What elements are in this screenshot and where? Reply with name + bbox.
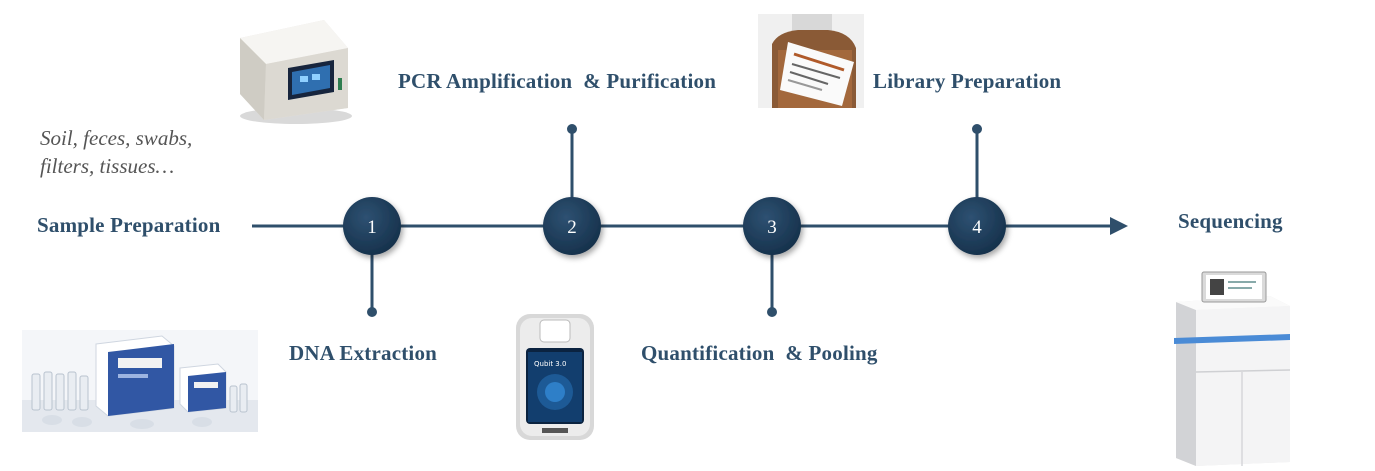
sample-note: Soil, feces, swabs, filters, tissues…	[40, 124, 192, 180]
connector-dot-step-3	[767, 307, 777, 317]
start-label: Sample Preparation	[37, 213, 221, 237]
step-node-1: 1	[343, 197, 401, 255]
connector-dot-step-4	[972, 124, 982, 134]
sample-note-line-1: Soil, feces, swabs,	[40, 126, 193, 150]
step-node-3: 3	[743, 197, 801, 255]
step-number-1: 1	[367, 217, 377, 238]
step-label-2: PCR Amplification & Purification	[398, 69, 717, 93]
step-node-4: 4	[948, 197, 1006, 255]
step-number-2: 2	[567, 217, 577, 238]
step-number-3: 3	[767, 217, 777, 238]
connector-dot-step-2	[567, 124, 577, 134]
step-label-1: DNA Extraction	[289, 341, 438, 365]
sequencer-image	[1174, 271, 1291, 466]
fluorometer-image: Qubit 3.0	[516, 314, 594, 440]
end-label: Sequencing	[1178, 209, 1283, 233]
step-label-4: Library Preparation	[873, 69, 1062, 93]
reagent-bottle-image	[758, 14, 864, 108]
step-label-3: Quantification & Pooling	[641, 341, 878, 365]
thermal-cycler-image	[240, 20, 352, 124]
sample-note-line-2: filters, tissues…	[40, 154, 175, 178]
step-node-2: 2	[543, 197, 601, 255]
connector-dot-step-1	[367, 307, 377, 317]
fluorometer-screen-text: Qubit 3.0	[534, 360, 566, 368]
timeline-arrowhead	[1110, 217, 1128, 235]
extraction-kit-image	[22, 330, 258, 432]
step-number-4: 4	[972, 217, 982, 238]
